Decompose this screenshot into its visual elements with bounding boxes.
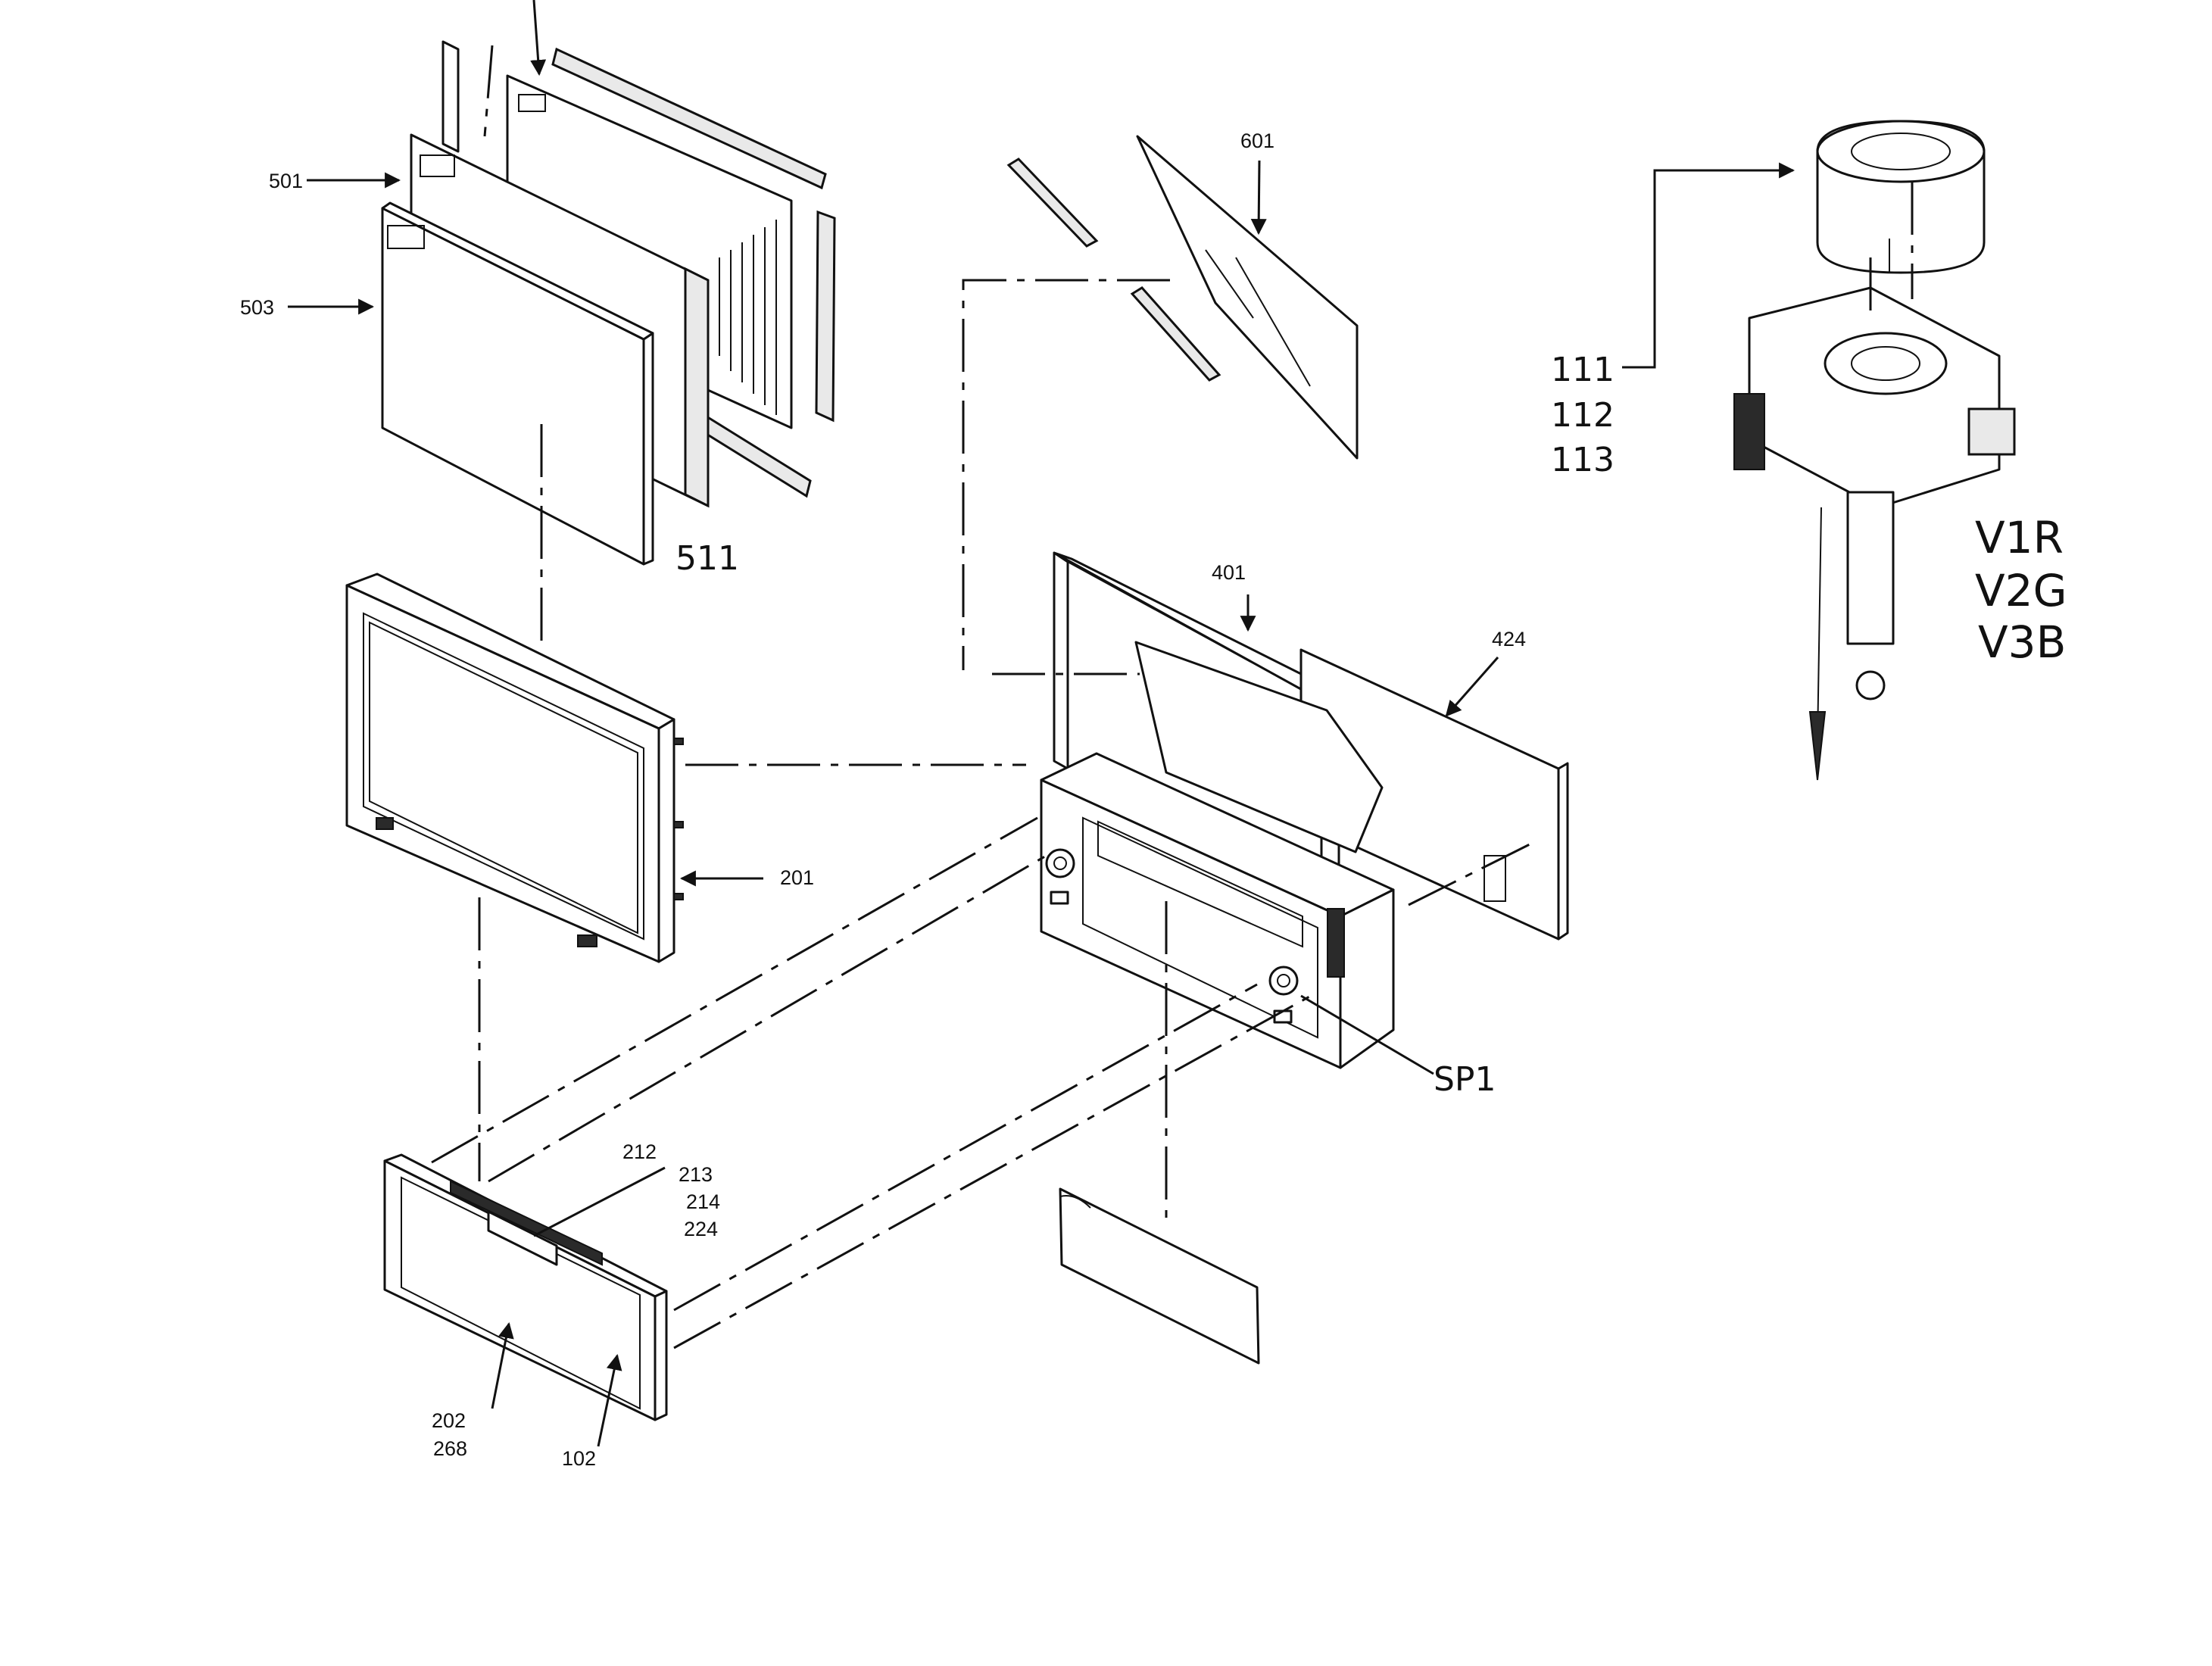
panel-503-top (381, 201, 654, 341)
mirror-601 (1006, 135, 1359, 460)
label-214: 214 (686, 1190, 720, 1213)
cabinet-bracket (1327, 908, 1345, 978)
funnel (1134, 641, 1384, 853)
leader-lines (288, 0, 1795, 1447)
label-601: 601 (1240, 129, 1274, 152)
crt-neck (1846, 491, 1895, 645)
cabinet-side (1339, 888, 1395, 1069)
mirror-strip-upper (1006, 158, 1099, 248)
mirror-glass (1136, 135, 1359, 460)
frame-401-left (1053, 551, 1069, 770)
label-202: 202 (432, 1409, 466, 1432)
label-111: 111 (1551, 351, 1615, 389)
bottom-cover-partial (1059, 1187, 1260, 1365)
label-511: 511 (675, 539, 739, 578)
part-labels: 501 503 511 601 111 112 113 V1R V2G V3B … (240, 129, 2067, 1470)
lens-top (1816, 120, 1986, 183)
fresnel-corner-mark (518, 94, 546, 112)
bracket-side (1967, 407, 2016, 456)
speaker-right (1268, 966, 1299, 996)
base-front (383, 1159, 657, 1421)
label-501: 501 (269, 170, 303, 192)
crt-projection-assembly (1733, 120, 2016, 781)
control-strip (450, 1180, 603, 1266)
label-201: 201 (780, 866, 814, 889)
bezel-clip-1 (673, 738, 684, 745)
base-front-panel (383, 1153, 668, 1421)
label-sp1: SP1 (1434, 1060, 1496, 1099)
lenticular-hatch (719, 220, 777, 415)
assembly-centerlines (431, 45, 1914, 1349)
bezel-clip-3 (673, 893, 684, 900)
label-v3b: V3B (1978, 616, 2066, 668)
label-v1r: V1R (1975, 512, 2064, 563)
panel-501-edge (684, 267, 710, 508)
bezel-foot-right (577, 934, 597, 947)
label-112: 112 (1551, 396, 1615, 435)
label-401: 401 (1212, 561, 1246, 584)
label-213: 213 (679, 1163, 713, 1186)
back-panel-424-edge (1557, 762, 1569, 941)
label-424: 424 (1492, 628, 1526, 650)
cabinet-opening (1082, 816, 1318, 1039)
screen-assembly (381, 40, 836, 566)
label-224: 224 (684, 1218, 718, 1240)
bracket-mount (1733, 393, 1765, 470)
left-frame-strip (441, 40, 460, 153)
control-window (487, 1210, 558, 1266)
panel-501-corner-mark (420, 154, 455, 177)
label-268: 268 (433, 1437, 467, 1460)
crt-wire (1808, 711, 1827, 781)
label-113: 113 (1551, 441, 1615, 479)
label-102: 102 (562, 1447, 596, 1470)
mirror-strip-lower (1130, 286, 1221, 382)
bezel-clip-2 (673, 821, 684, 828)
bracket-block (1748, 286, 2001, 509)
top-frame-strip (551, 47, 827, 190)
panel-503-edge (642, 332, 654, 566)
right-frame-strip (815, 210, 836, 423)
label-503: 503 (240, 296, 274, 319)
speaker-left (1045, 848, 1075, 878)
front-bezel-201 (345, 572, 684, 963)
label-v2g: V2G (1975, 565, 2067, 616)
panel-503-corner-mark (387, 225, 425, 249)
bezel-foot-left (376, 817, 394, 830)
label-212: 212 (622, 1140, 657, 1163)
light-box-assembly (1040, 551, 1569, 1069)
bottom-frame-strip (695, 410, 812, 498)
crt-socket (1855, 670, 1886, 700)
